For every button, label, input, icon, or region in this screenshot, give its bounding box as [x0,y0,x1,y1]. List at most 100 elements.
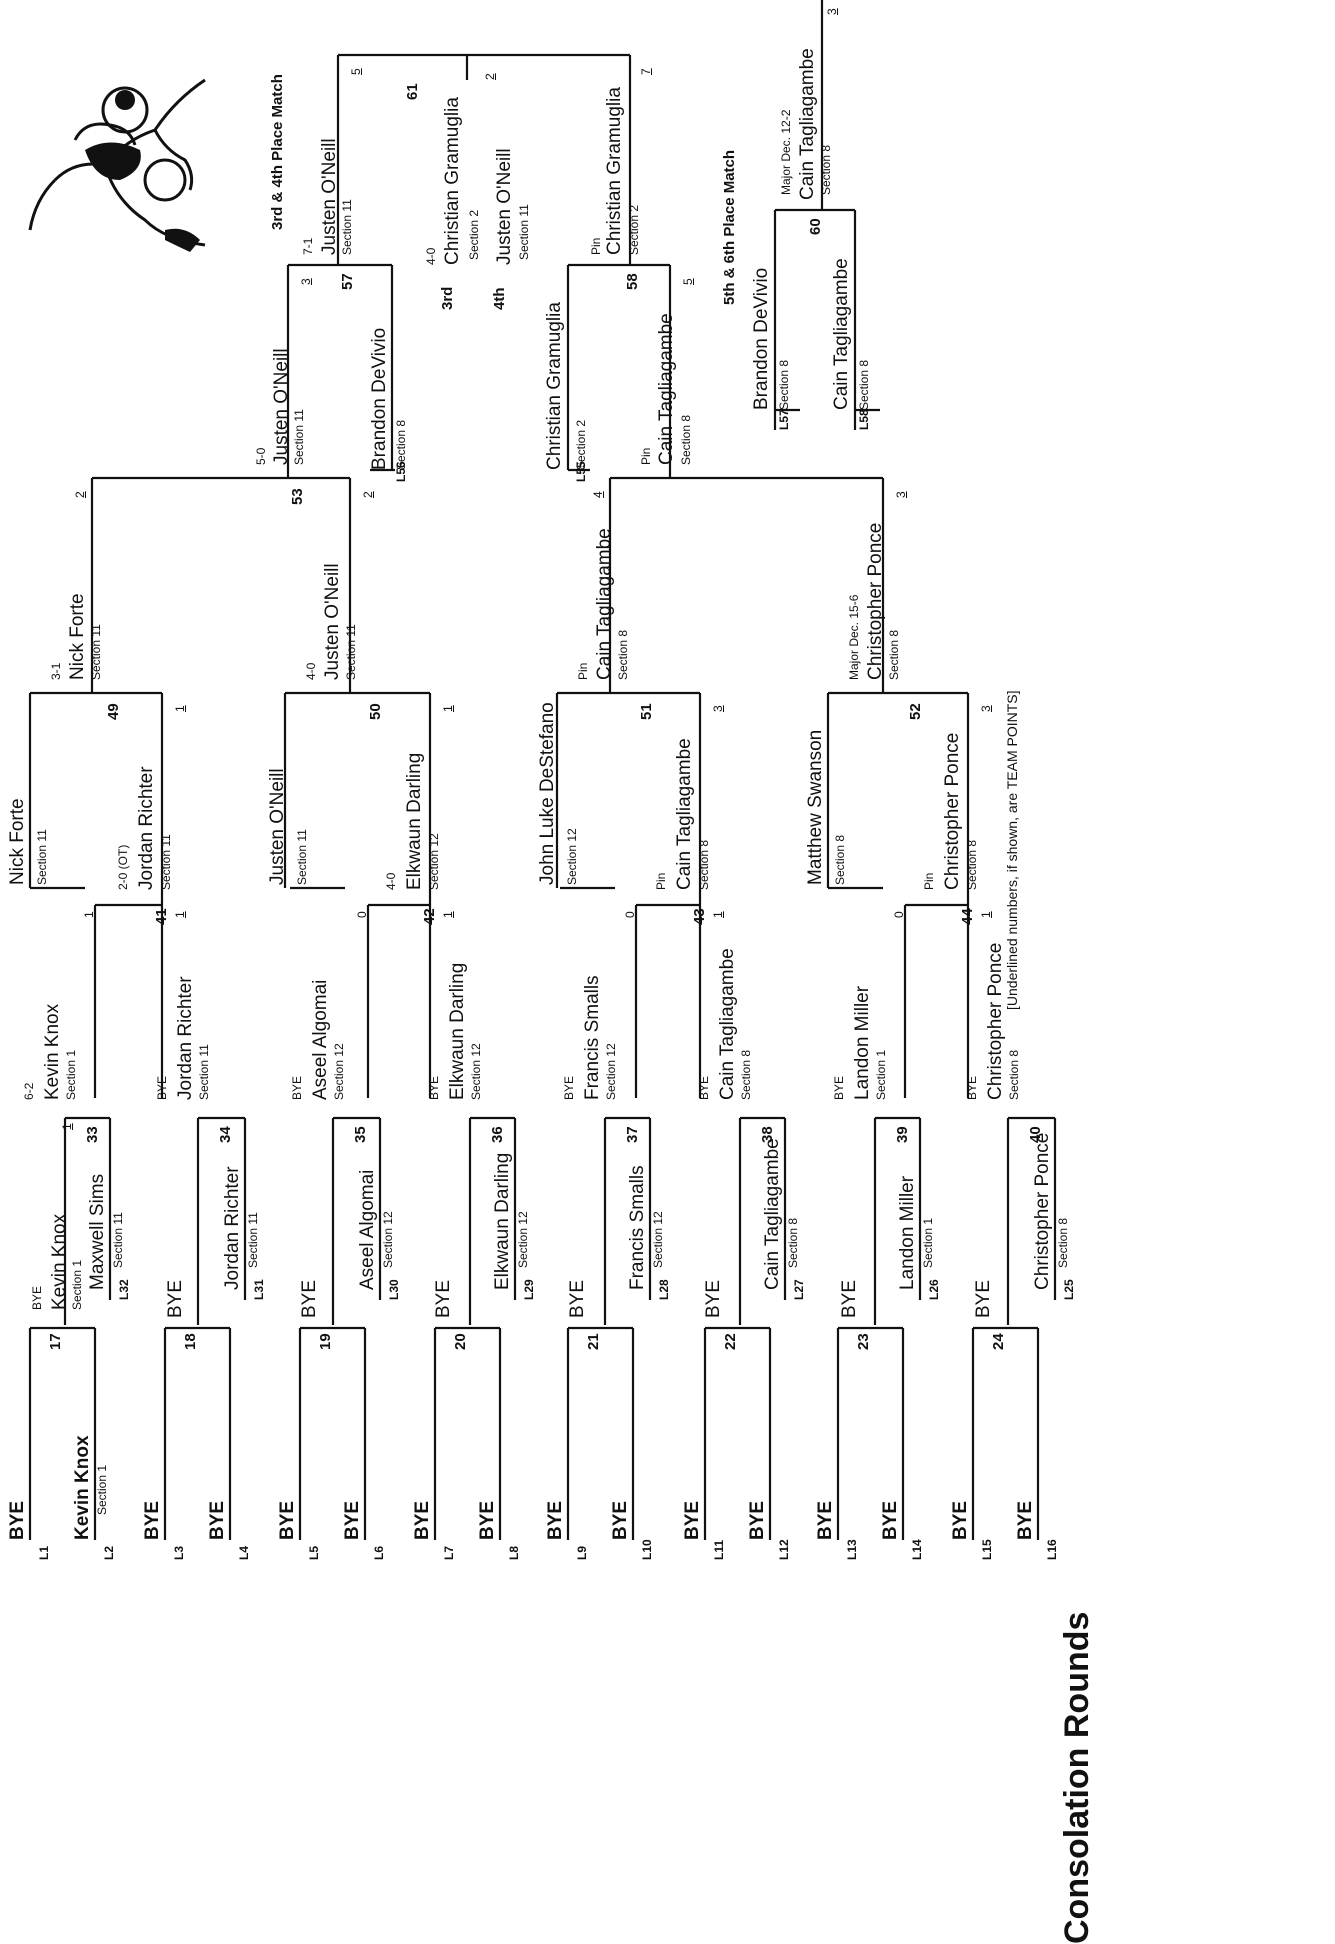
match-number: 18 [182,1333,199,1350]
team-points: 0 [623,911,637,918]
match-number: 17 [47,1333,64,1350]
match-section: Section 11 [292,409,306,465]
entrant-label: L15 [980,1539,994,1560]
match-winner: Justen O'Neill [271,348,292,465]
entrant-name: BYE [747,1500,768,1540]
match-result: 2-0 (OT) [116,844,130,890]
match-number: 21 [585,1333,602,1350]
entrant-label: L16 [1045,1539,1059,1560]
match-number: 39 [894,1126,911,1143]
team-points: 5 [681,278,695,285]
match-result: 5-0 [254,447,268,465]
entrant-name: Francis Smalls [627,1165,648,1290]
entrant-label: L10 [640,1539,654,1560]
match-number: 42 [421,908,438,925]
entrant-name: BYE [142,1500,163,1540]
entrant-section: Section 8 [786,1217,800,1268]
entrant-label: L8 [507,1545,521,1560]
entrant-label: L27 [792,1279,806,1300]
wrestler-logo [15,40,225,270]
entrant-label: L1 [37,1545,51,1560]
team-points: 1 [441,911,455,918]
match-section: Section 11 [340,199,354,255]
entrant-section: Section 11 [295,829,309,885]
entrant-section: Section 1 [95,1464,109,1515]
match-result: BYE [562,1075,576,1100]
match-number: 34 [217,1126,234,1143]
team-points: 3 [894,491,908,498]
match-result: BYE [30,1285,44,1310]
match-number: 23 [855,1333,872,1350]
entrant-label: L57 [777,409,791,430]
match-winner: Kevin Knox [42,1003,63,1100]
entrant-name: BYE [610,1500,631,1540]
entrant-name: Nick Forte [7,798,28,885]
match-number: 51 [638,703,655,720]
match-number: 43 [691,908,708,925]
match-section: Section 8 [965,839,979,890]
team-points: 1 [173,911,187,918]
match-result: BYE [965,1075,979,1100]
team-points: 1 [173,705,187,712]
entrant-label: L26 [927,1279,941,1300]
match-winner: Nick Forte [67,593,88,680]
match-number: 20 [452,1333,469,1350]
entrant-name: Brandon DeVivio [751,267,772,410]
match-section: Section 11 [89,624,103,680]
match-number: 60 [807,218,824,235]
entrant-label: L4 [237,1545,251,1560]
match-winner: Cain Tagliagambe [594,528,615,680]
match-result: 4-0 [384,872,398,890]
entrant-name: BYE [277,1500,298,1540]
match-section: Section 1 [874,1049,888,1100]
fourth-place-section: Section 11 [517,204,531,260]
match-number: 36 [489,1126,506,1143]
entrant-name: BYE [342,1500,363,1540]
match-winner: BYE [165,1279,186,1318]
entrant-section: Section 12 [381,1211,395,1268]
entrant-label: L56 [394,461,408,482]
match-winner: BYE [839,1279,860,1318]
match-section: Section 2 [627,204,641,255]
entrant-name: BYE [950,1500,971,1540]
match-winner: Christopher Ponce [865,522,886,680]
match-winner: Christian Gramuglia [604,87,625,255]
entrant-name: Landon Miller [897,1175,918,1290]
entrant-name: BYE [545,1500,566,1540]
match-result: Pin [922,872,936,890]
place-3rd: 3rd [439,286,456,310]
match-result: Major Dec. 12-2 [779,109,793,195]
entrant-section: Section 11 [111,1212,125,1268]
team-points: 4 [591,491,605,498]
match-section: Section 8 [679,414,693,465]
entrant-name: BYE [7,1500,28,1540]
entrant-name: Matthew Swanson [805,729,826,885]
match-section: Section 11 [344,624,358,680]
entrant-label: L30 [387,1279,401,1300]
match-number: 38 [759,1126,776,1143]
match-result: 4-0 [304,662,318,680]
team-points: 3 [299,278,313,285]
entrant-section: Section 8 [1056,1217,1070,1268]
entrant-section: Section 11 [246,1212,260,1268]
match-result: BYE [155,1075,169,1100]
third-place-name: Christian Gramuglia [442,97,463,265]
match-number: 35 [352,1126,369,1143]
match-number: 44 [959,908,976,925]
entrant-name: Christian Gramuglia [544,302,565,470]
team-points: 0 [892,911,906,918]
entrant-label: L28 [657,1279,671,1300]
match-result: Pin [654,872,668,890]
fourth-place-name: Justen O'Neill [494,148,515,265]
team-points: 1 [711,911,725,918]
match-winner: Landon Miller [852,985,873,1100]
third-place-section: Section 2 [467,209,481,260]
match-winner: Aseel Algomai [310,979,331,1100]
third-place-result: 4-0 [424,247,438,265]
match-winner: Jordan Richter [136,766,157,890]
match-result: 7-1 [301,237,315,255]
team-points: 7 [639,68,653,75]
entrant-name: BYE [880,1500,901,1540]
match-winner: Cain Tagliagambe [674,738,695,890]
